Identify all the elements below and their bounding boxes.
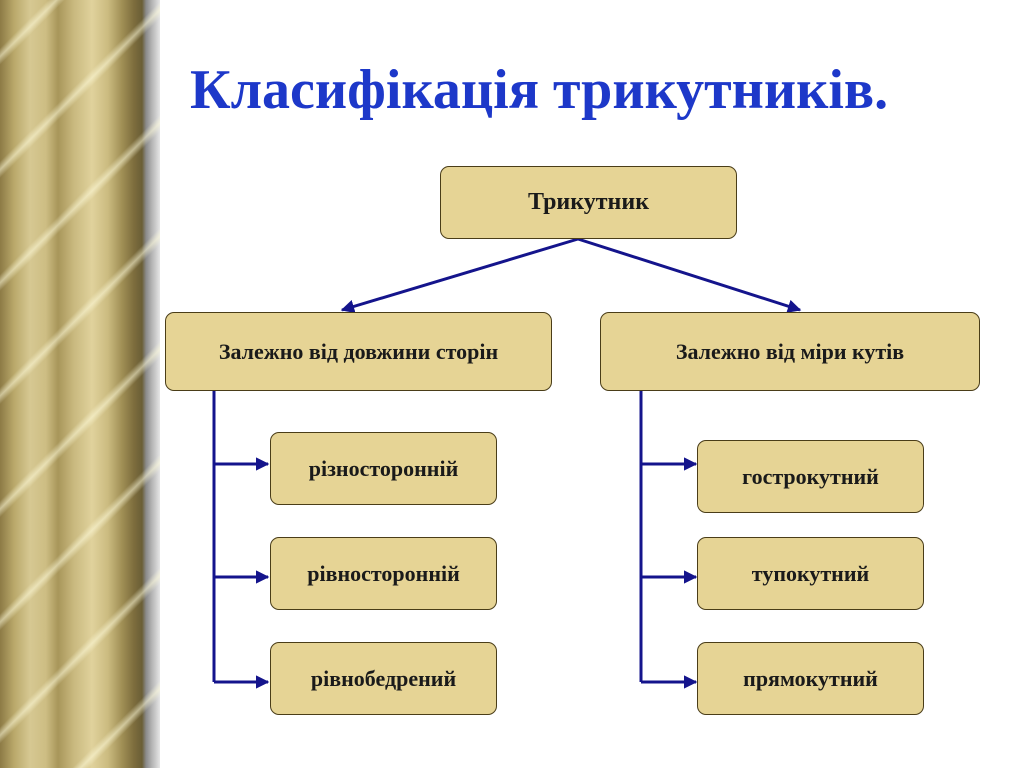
root-to-sides-arrow [340,237,579,313]
leaf-acute: гострокутний [697,440,924,513]
leaf-obtuse: тупокутний [697,537,924,610]
slide-title: Класифікація трикутників. [190,59,889,121]
root-node-triangle: Трикутник [440,166,737,239]
decorative-side-bar [0,0,160,768]
leaf-scalene: різносторонній [270,432,497,505]
category-by-side-length: Залежно від довжини сторін [165,312,552,391]
leaf-isosceles: рівнобедрений [270,642,497,715]
leaf-right: прямокутний [697,642,924,715]
leaf-equilateral: рівносторонній [270,537,497,610]
root-to-angles-arrow [577,237,802,313]
category-by-angle-measure: Залежно від міри кутів [600,312,980,391]
